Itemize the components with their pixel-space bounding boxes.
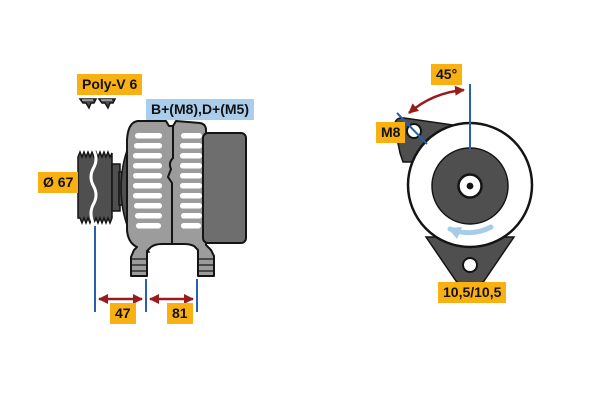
mount-angle-label: 45° bbox=[431, 64, 463, 85]
vent-slots-front bbox=[133, 133, 162, 229]
rear-housing bbox=[202, 132, 247, 244]
side-view bbox=[77, 98, 247, 312]
pulley-break-line bbox=[89, 148, 98, 226]
shaft-center-dot bbox=[466, 182, 474, 190]
terminals-label: B+(M8),D+(M5) bbox=[146, 99, 255, 120]
mount-thread-label: M8 bbox=[376, 122, 406, 143]
belt-profile-icon bbox=[78, 98, 117, 110]
dimension-47-label: 47 bbox=[110, 303, 136, 324]
vent-slots-rear bbox=[180, 133, 202, 229]
m8-axis-line bbox=[396, 112, 428, 145]
rotation-direction-arrow-icon bbox=[447, 224, 494, 239]
dimension-81-label: 81 bbox=[167, 303, 193, 324]
pulley-diameter-label: Ø 67 bbox=[38, 172, 79, 193]
alternator-body bbox=[126, 120, 215, 277]
angle-arc-arrow bbox=[408, 85, 465, 114]
belt-type-label: Poly-V 6 bbox=[77, 74, 143, 95]
housing-joint-line bbox=[166, 126, 174, 244]
rear-view bbox=[393, 84, 534, 288]
bottom-mount-hole bbox=[462, 257, 478, 273]
hole-diameters-label: 10,5/10,5 bbox=[438, 282, 507, 303]
mounting-foot-ridges bbox=[131, 258, 214, 272]
